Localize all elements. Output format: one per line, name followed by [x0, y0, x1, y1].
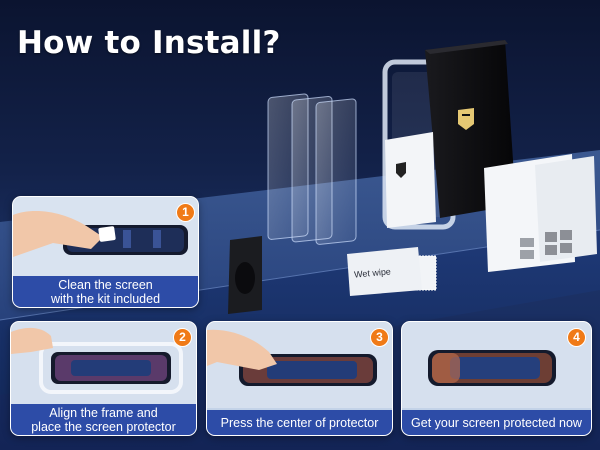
step-card-3: 3 Press the center of protector: [206, 321, 393, 436]
step-4-photo: [402, 322, 591, 408]
instruction-cards: [385, 132, 597, 272]
wet-wipe-pack: [347, 247, 422, 296]
step-badge-1: 1: [176, 203, 195, 222]
glass-protector-sheets: [267, 93, 357, 245]
step-3-photo: [207, 322, 392, 408]
step-2-photo: [11, 322, 196, 404]
step-caption-2: Align the frame and place the screen pro…: [11, 404, 196, 435]
step-2-caption-line2: place the screen protector: [31, 419, 176, 434]
step-1-caption-line1: Clean the screen: [58, 277, 153, 292]
page-title: How to Install?: [17, 25, 281, 61]
step-card-4: 4 Get your screen protected now: [401, 321, 592, 436]
step-4-caption: Get your screen protected now: [411, 415, 582, 430]
step-2-caption-line1: Align the frame and: [49, 405, 158, 420]
step-1-photo: [13, 197, 198, 277]
step-badge-2: 2: [173, 328, 192, 347]
step-badge-4: 4: [567, 328, 586, 347]
step-caption-4: Get your screen protected now: [402, 410, 591, 435]
dust-absorber-tool: [228, 236, 262, 314]
step-3-caption: Press the center of protector: [220, 415, 379, 430]
step-1-caption-line2: with the kit included: [50, 291, 161, 306]
step-badge-3: 3: [370, 328, 389, 347]
step-caption-1: Clean the screen with the kit included: [13, 276, 198, 307]
step-card-2: 2 Align the frame and place the screen p…: [10, 321, 197, 436]
step-card-1: 1 Clean the screen with the kit included: [12, 196, 199, 308]
step-caption-3: Press the center of protector: [207, 410, 392, 435]
shield-logo-icon: [458, 108, 474, 130]
